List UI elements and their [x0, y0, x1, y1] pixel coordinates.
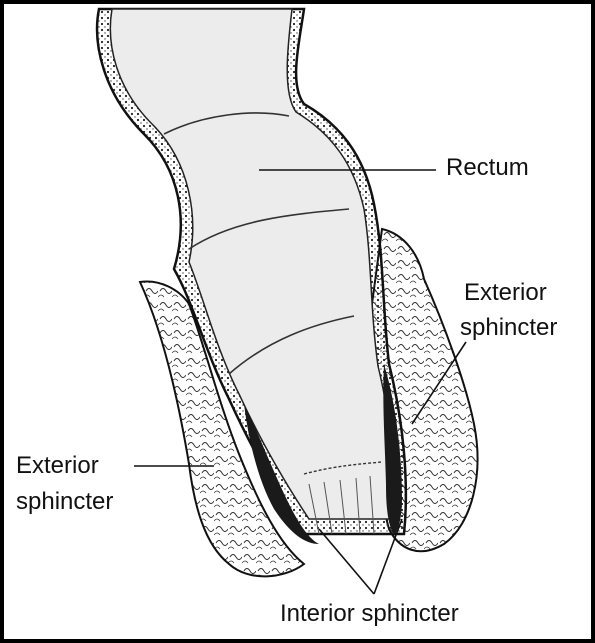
mucosal-fold	[228, 315, 355, 375]
left-external-sphincter-tissue	[138, 280, 306, 578]
rectum-label: Rectum	[446, 154, 529, 181]
exterior-sphincter-left-label-line2: sphincter	[16, 488, 114, 515]
figure-panel: Rectum Exterior sphincter Exterior sphin…	[4, 4, 591, 639]
rectum-anatomy-illustration	[95, 7, 479, 595]
exterior-sphincter-right-label-line1: Exterior	[464, 279, 547, 306]
right-internal-sphincter	[383, 364, 402, 536]
mucosal-fold	[303, 461, 383, 475]
mucosal-fold	[188, 208, 350, 250]
leader-line-interior-a	[318, 528, 375, 595]
rectal-lumen	[109, 8, 395, 520]
leader-line-interior-b	[373, 518, 403, 595]
mucosal-fold	[163, 112, 290, 135]
exterior-sphincter-left-label-line1: Exterior	[16, 452, 99, 479]
leader-line-exterior-right	[411, 341, 467, 425]
anal-canal-lines	[308, 475, 375, 535]
interior-sphincter-label: Interior sphincter	[280, 600, 459, 627]
exterior-sphincter-right-label-line2: sphincter	[460, 314, 558, 341]
left-internal-sphincter	[244, 404, 319, 544]
